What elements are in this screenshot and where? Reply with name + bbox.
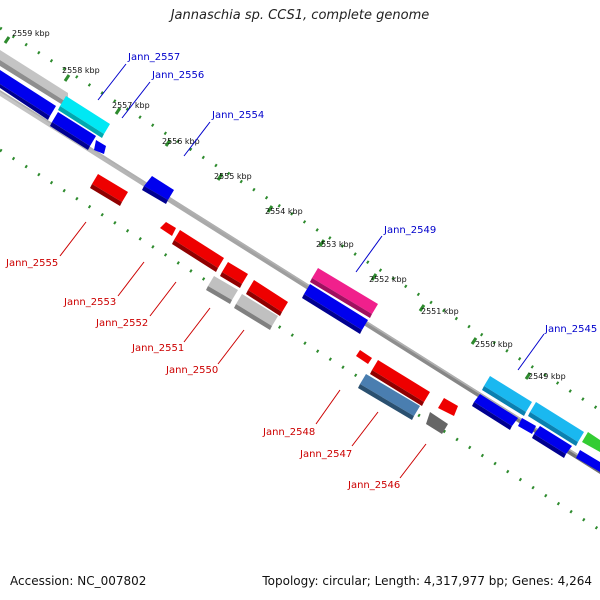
gene-feature-gray[interactable] <box>0 50 68 107</box>
gene-blue-right-3[interactable] <box>576 450 600 472</box>
tick-label: 2550 kbp <box>475 340 513 349</box>
gene-red-2548b[interactable] <box>370 360 430 406</box>
gene-blue-right-2[interactable] <box>532 426 572 458</box>
genome-summary-text: Topology: circular; Length: 4,317,977 bp… <box>262 574 592 588</box>
tick-label: 2554 kbp <box>265 207 303 216</box>
tick-label: 2551 kbp <box>421 307 459 316</box>
tick-labels: 2559 kbp 2558 kbp 2557 kbp 2556 kbp 2555… <box>12 29 566 381</box>
gene-jann-2548[interactable] <box>356 350 372 364</box>
tick-label: 2552 kbp <box>369 275 407 284</box>
gene-label: Jann_2550 <box>165 365 218 376</box>
gene-jann-2550[interactable] <box>206 276 238 304</box>
reverse-genes[interactable] <box>90 174 458 434</box>
gene-small-blue[interactable] <box>94 140 106 154</box>
gene-jann-2556[interactable] <box>50 112 96 150</box>
gene-label: Jann_2551 <box>131 343 184 354</box>
gene-jann-2552[interactable] <box>172 230 224 272</box>
gene-jann-2549[interactable] <box>310 268 378 318</box>
tick-label: 2558 kbp <box>62 66 100 75</box>
gene-blue-right-small[interactable] <box>518 418 536 434</box>
tick-marks <box>3 36 532 380</box>
gene-label: Jann_2548 <box>262 427 315 438</box>
gene-blue-right-1[interactable] <box>472 394 518 430</box>
gene-labels-forward: Jann_2557 Jann_2556 Jann_2554 Jann_2549 … <box>127 52 597 335</box>
gene-jann-2554[interactable] <box>142 176 174 204</box>
gene-label: Jann_2557 <box>127 52 180 63</box>
leader-lines-reverse <box>59 221 427 479</box>
tick-label: 2549 kbp <box>528 372 566 381</box>
gene-jann-2547[interactable] <box>358 374 420 420</box>
tick-label: 2559 kbp <box>12 29 50 38</box>
gene-lightblue-2[interactable] <box>528 402 584 446</box>
gene-label: Jann_2545 <box>544 324 597 335</box>
gene-label: Jann_2554 <box>211 110 264 121</box>
gene-label: Jann_2547 <box>299 449 352 460</box>
gene-jann-2553[interactable] <box>160 222 176 236</box>
forward-genes[interactable] <box>0 50 600 472</box>
leader-lines-forward <box>97 63 545 371</box>
gene-label: Jann_2552 <box>95 318 148 329</box>
gene-red-2546-top[interactable] <box>438 398 458 416</box>
gene-label: Jann_2555 <box>5 258 58 269</box>
accession-text: Accession: NC_007802 <box>10 574 147 588</box>
gene-green[interactable] <box>582 432 600 452</box>
gene-labels-reverse: Jann_2555 Jann_2553 Jann_2552 Jann_2551 … <box>5 258 400 491</box>
gene-jann-2557[interactable] <box>58 96 110 138</box>
gene-gray-2550b[interactable] <box>234 294 278 330</box>
gene-blue-2549-lower[interactable] <box>302 284 368 334</box>
tick-label: 2557 kbp <box>112 101 150 110</box>
gene-label: Jann_2546 <box>347 480 400 491</box>
tick-track-outer <box>0 26 600 412</box>
gene-label: Jann_2553 <box>63 297 116 308</box>
gene-red-2551b[interactable] <box>246 280 288 316</box>
tick-label: 2556 kbp <box>162 137 200 146</box>
gene-jann-2551[interactable] <box>220 262 248 288</box>
map-title: Jannaschia sp. CCS1, complete genome <box>170 8 430 23</box>
gene-label: Jann_2556 <box>151 70 204 81</box>
gene-label: Jann_2549 <box>383 225 436 236</box>
tick-label: 2555 kbp <box>214 172 252 181</box>
tick-label: 2553 kbp <box>316 240 354 249</box>
gene-jann-2545[interactable] <box>482 376 532 416</box>
gene-feature-blue[interactable] <box>0 70 56 120</box>
gene-jann-2546[interactable] <box>426 412 448 434</box>
gene-jann-2555[interactable] <box>90 174 128 206</box>
